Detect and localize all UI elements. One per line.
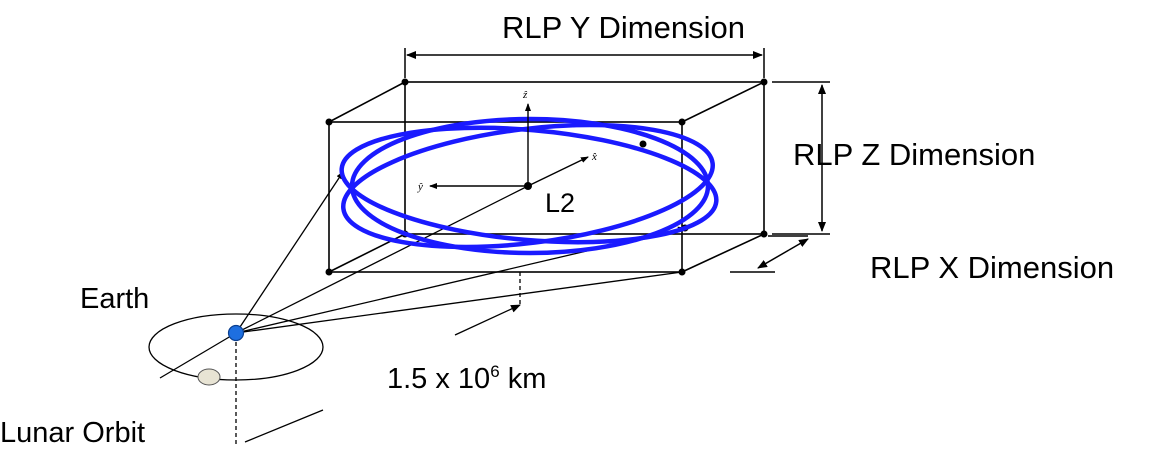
corner-dot	[401, 78, 409, 86]
rlp-y-dimension	[404, 48, 765, 78]
box-edge-br	[681, 233, 765, 273]
moon-icon	[197, 368, 221, 386]
axis-y-label: ŷ	[417, 181, 423, 193]
corner-dot	[325, 268, 333, 276]
sight-line	[235, 271, 683, 334]
orbit-ellipse	[349, 116, 711, 256]
orbit-ellipse	[341, 122, 715, 250]
rlp-x-dimension	[730, 235, 809, 273]
sight-line-ext	[159, 332, 237, 379]
distance-indicator	[235, 272, 521, 446]
axis-x-label: x̂	[591, 151, 597, 163]
distance-arrow-right	[454, 304, 521, 336]
distance-line-left	[244, 409, 324, 443]
rlp-z-dimension-label: RLP Z Dimension	[793, 137, 1035, 172]
corner-dot	[678, 118, 686, 126]
earth-label: Earth	[80, 283, 149, 315]
earth-to-box-lines	[159, 171, 686, 379]
box-front-face	[328, 121, 683, 273]
corner-dot	[760, 78, 768, 86]
l2-point	[524, 182, 532, 190]
x-dim-arrow-up	[788, 238, 809, 251]
axis-z-label: ẑ	[522, 89, 528, 101]
rlp-z-dimension	[772, 81, 830, 235]
orbit-point-dot	[639, 140, 647, 148]
corner-dot	[760, 230, 768, 238]
l2-axes	[429, 103, 589, 189]
box-edge-tl	[328, 81, 406, 123]
rlp-x-dimension-label: RLP X Dimension	[870, 250, 1114, 285]
corner-dot	[325, 118, 333, 126]
x-axis-arrow	[527, 156, 589, 187]
distance-label: 1.5 x 106 km	[387, 362, 546, 395]
box-edge-tr	[681, 81, 765, 123]
l2-label: L2	[545, 188, 575, 218]
lunar-orbit-label: Lunar Orbit	[0, 417, 145, 446]
earth-icon	[227, 324, 245, 342]
rlp-y-dimension-label: RLP Y Dimension	[502, 10, 745, 45]
sight-line	[235, 185, 529, 334]
halo-orbits	[339, 116, 719, 256]
sight-line	[235, 171, 344, 334]
x-dim-arrow-down	[757, 249, 790, 269]
